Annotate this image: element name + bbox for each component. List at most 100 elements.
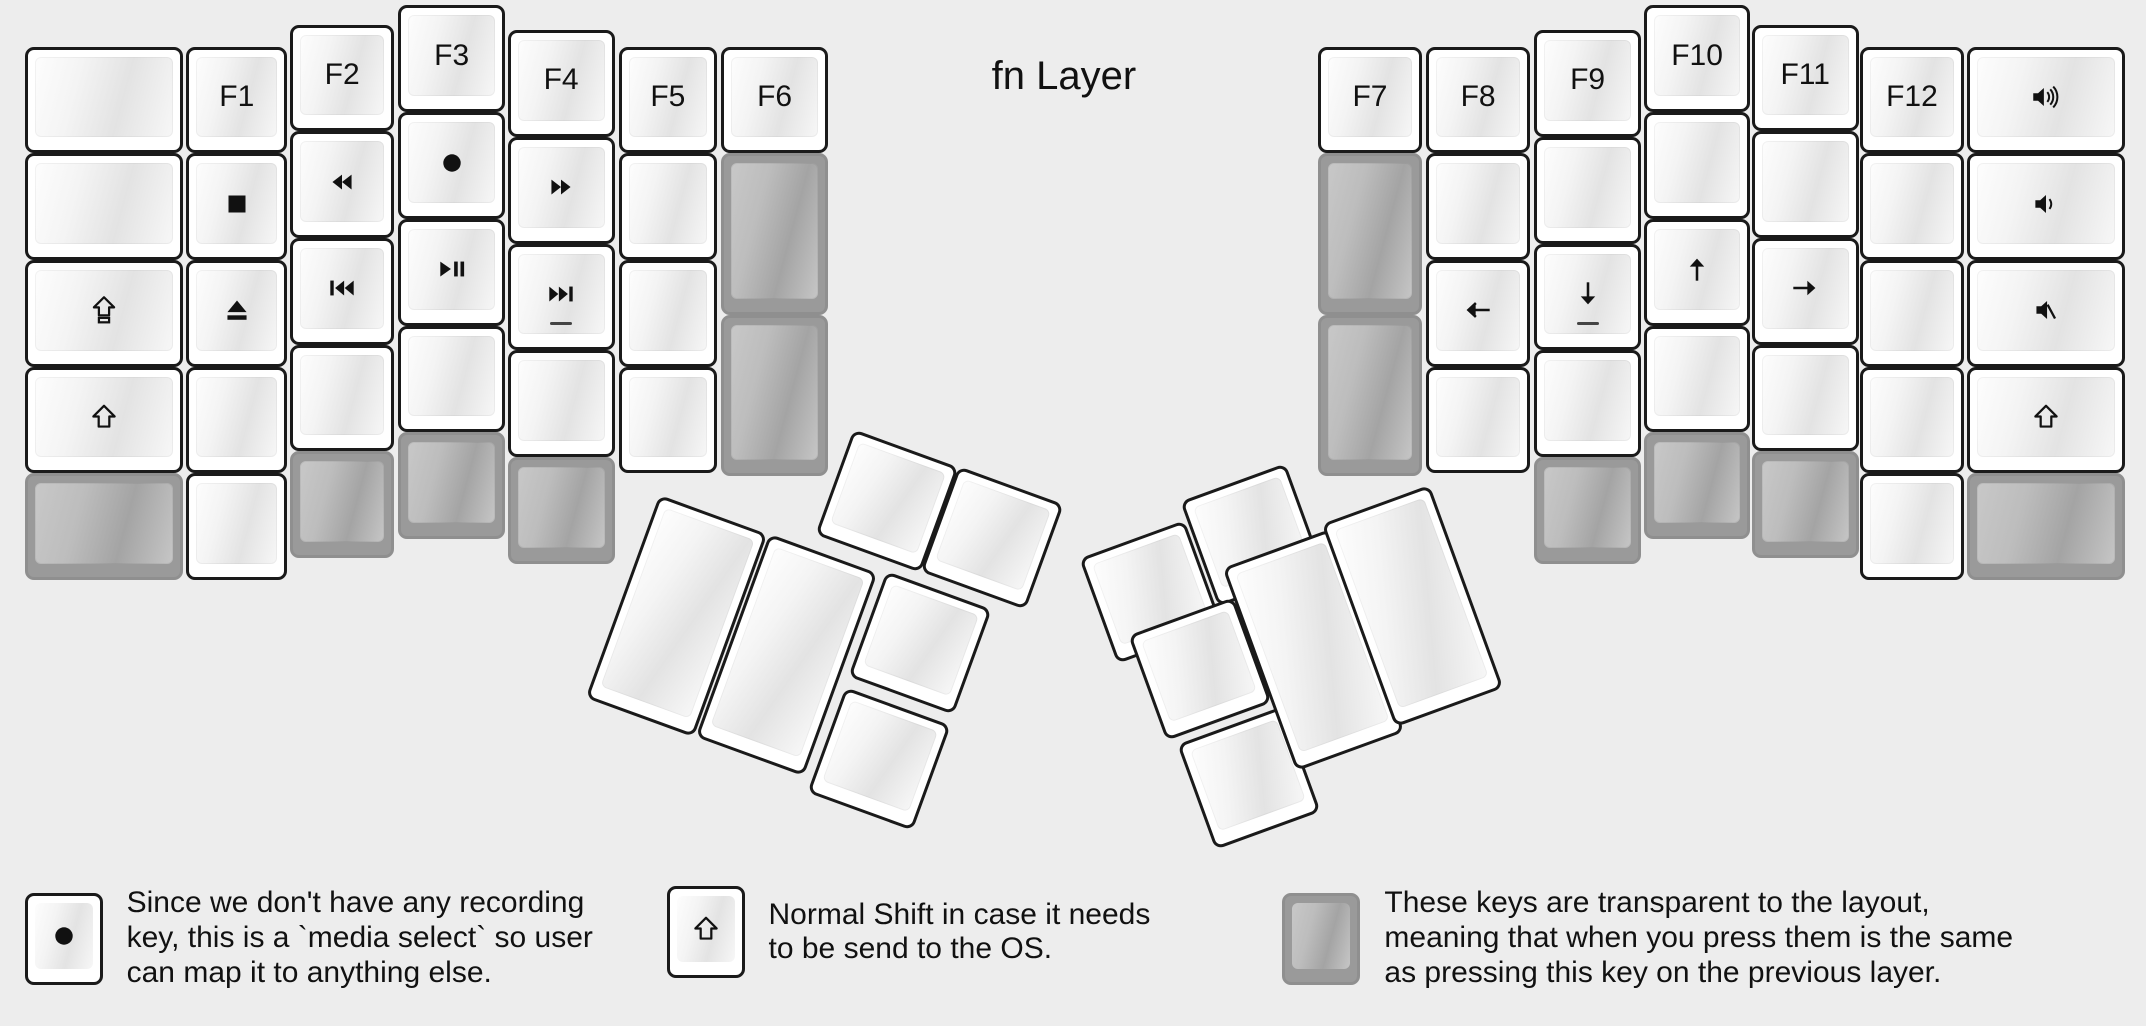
legend-note-3: These keys are transparent to the layout… [1282,886,2013,990]
key-inner-col-a-3[interactable] [1426,366,1531,474]
key-middle-col-4[interactable] [1643,432,1751,539]
key-inner-col-b-1[interactable] [721,153,828,315]
key-ring-col-0[interactable]: F2 [290,24,395,132]
key-index-col-0[interactable]: F9 [1534,30,1641,137]
keycap-surface [300,461,385,543]
homing-indicator [550,322,573,326]
key-inner-col-b-1[interactable] [1317,153,1422,315]
keycap-surface [628,269,708,351]
key-pinky-col-2[interactable] [1859,259,1964,367]
media-fast-forward-icon [544,170,578,204]
key-inner-col-a-1[interactable] [1426,153,1531,260]
keycap-surface [1869,376,1954,458]
key-inner-col-a-0[interactable]: F5 [618,46,718,154]
keycap-surface [1544,360,1631,441]
key-ring-col-0[interactable]: F11 [1751,24,1859,132]
key-outer-col-2[interactable] [1966,259,2126,367]
keycap-surface [628,163,708,244]
key-outer-col-1[interactable] [1966,153,2126,260]
key-index-col-2[interactable] [1534,243,1641,351]
key-middle-col-1[interactable] [1643,112,1751,219]
key-pinky-col-3[interactable] [1859,366,1964,474]
key-ring-col-3[interactable] [290,344,395,452]
key-inner-col-a-3[interactable] [618,366,718,474]
key-inner-col-a-0[interactable]: F8 [1426,46,1531,154]
key-outer-col-1[interactable] [24,153,184,260]
key-pinky-col-0[interactable]: F1 [186,46,288,154]
keycap-surface [1653,228,1741,310]
key-ring-col-4[interactable] [1751,451,1859,559]
key-inner-col-a-2[interactable] [1426,259,1531,367]
key-pinky-col-0[interactable]: F12 [1859,46,1964,154]
key-outer-col-3[interactable] [24,366,184,474]
key-pinky-col-2[interactable] [186,259,288,367]
key-outer-col-3[interactable] [1966,366,2126,474]
key-inner-col-a-1[interactable] [618,153,718,260]
keycap-surface [935,478,1052,592]
keycap-surface [1436,376,1521,458]
keycap-surface: F2 [300,34,385,116]
key-inner-col-b-2[interactable] [721,314,828,477]
keycap-surface [1327,163,1412,299]
key-index-col-4[interactable] [1534,456,1641,564]
keycap-surface: F3 [408,15,496,97]
keycap-surface [517,466,605,548]
keycap-surface [34,163,174,244]
keycap-surface [408,122,496,203]
key-index-col-2[interactable] [507,243,615,351]
key-index-col-1[interactable] [1534,136,1641,244]
keycap-surface [196,376,278,458]
legend-note-1: Since we don't have any recording key, t… [24,886,593,990]
key-pinky-col-1[interactable] [1859,153,1964,260]
keycap-surface [1544,466,1631,548]
key-inner-col-b-2[interactable] [1317,314,1422,477]
key-ring-col-2[interactable] [1751,238,1859,345]
key-inner-col-b-0[interactable]: F7 [1317,46,1422,154]
key-ring-col-1[interactable] [290,131,395,239]
legend-note-2: Normal Shift in case it needs to be send… [666,886,1151,979]
key-middle-col-1[interactable] [398,112,506,219]
key-index-col-3[interactable] [1534,350,1641,457]
keycap-surface [196,163,278,244]
key-label: F10 [1671,38,1723,72]
key-outer-col-4[interactable] [1966,473,2126,581]
key-outer-col-4[interactable] [24,473,184,581]
key-inner-col-a-2[interactable] [618,259,718,367]
keycap-surface [34,56,174,138]
key-middle-col-2[interactable] [1643,218,1751,326]
key-outer-col-2[interactable] [24,259,184,367]
key-middle-col-4[interactable] [398,432,506,539]
key-outer-col-0[interactable] [1966,46,2126,154]
arrow-left-icon [1461,293,1495,327]
key-pinky-col-1[interactable] [186,153,288,260]
key-ring-col-2[interactable] [290,238,395,345]
key-ring-col-4[interactable] [290,451,395,559]
key-middle-col-2[interactable] [398,218,506,326]
key-middle-col-0[interactable]: F3 [398,5,506,113]
legend-note-text: Normal Shift in case it needs to be send… [768,897,1151,966]
key-pinky-col-4[interactable] [1859,473,1964,581]
key-index-col-1[interactable] [507,136,615,244]
shift-icon [87,400,121,434]
thumb-l-6[interactable] [806,687,951,832]
keycap-surface [408,335,496,417]
keycap-surface [300,354,385,436]
key-pinky-col-3[interactable] [186,366,288,474]
key-index-col-0[interactable]: F4 [507,30,615,137]
keycap-surface: F5 [628,56,708,138]
key-ring-col-3[interactable] [1751,344,1859,452]
keycap-surface [1653,335,1741,417]
keycap-surface [1436,269,1521,351]
key-ring-col-1[interactable] [1751,131,1859,239]
key-pinky-col-4[interactable] [186,473,288,581]
keycap-surface [731,163,818,299]
key-inner-col-b-0[interactable]: F6 [721,46,828,154]
keycap-surface [1869,269,1954,351]
key-middle-col-3[interactable] [398,325,506,433]
key-middle-col-0[interactable]: F10 [1643,5,1751,113]
key-index-col-3[interactable] [507,350,615,457]
key-index-col-4[interactable] [507,456,615,564]
legend-sample-key-2 [666,886,745,979]
key-middle-col-3[interactable] [1643,325,1751,433]
key-outer-col-0[interactable] [24,46,184,154]
